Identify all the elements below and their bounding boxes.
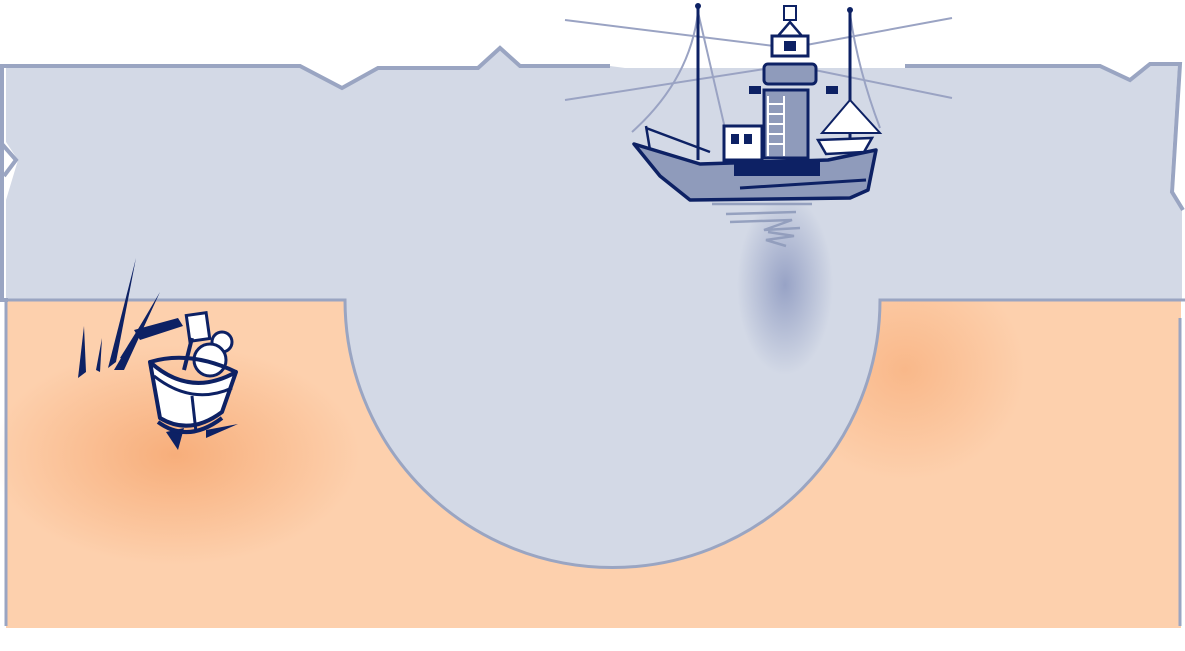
sand-bucket-icon bbox=[134, 311, 238, 450]
fishing-boat-icon bbox=[564, 3, 953, 248]
beach-sea-area bbox=[0, 45, 1185, 569]
